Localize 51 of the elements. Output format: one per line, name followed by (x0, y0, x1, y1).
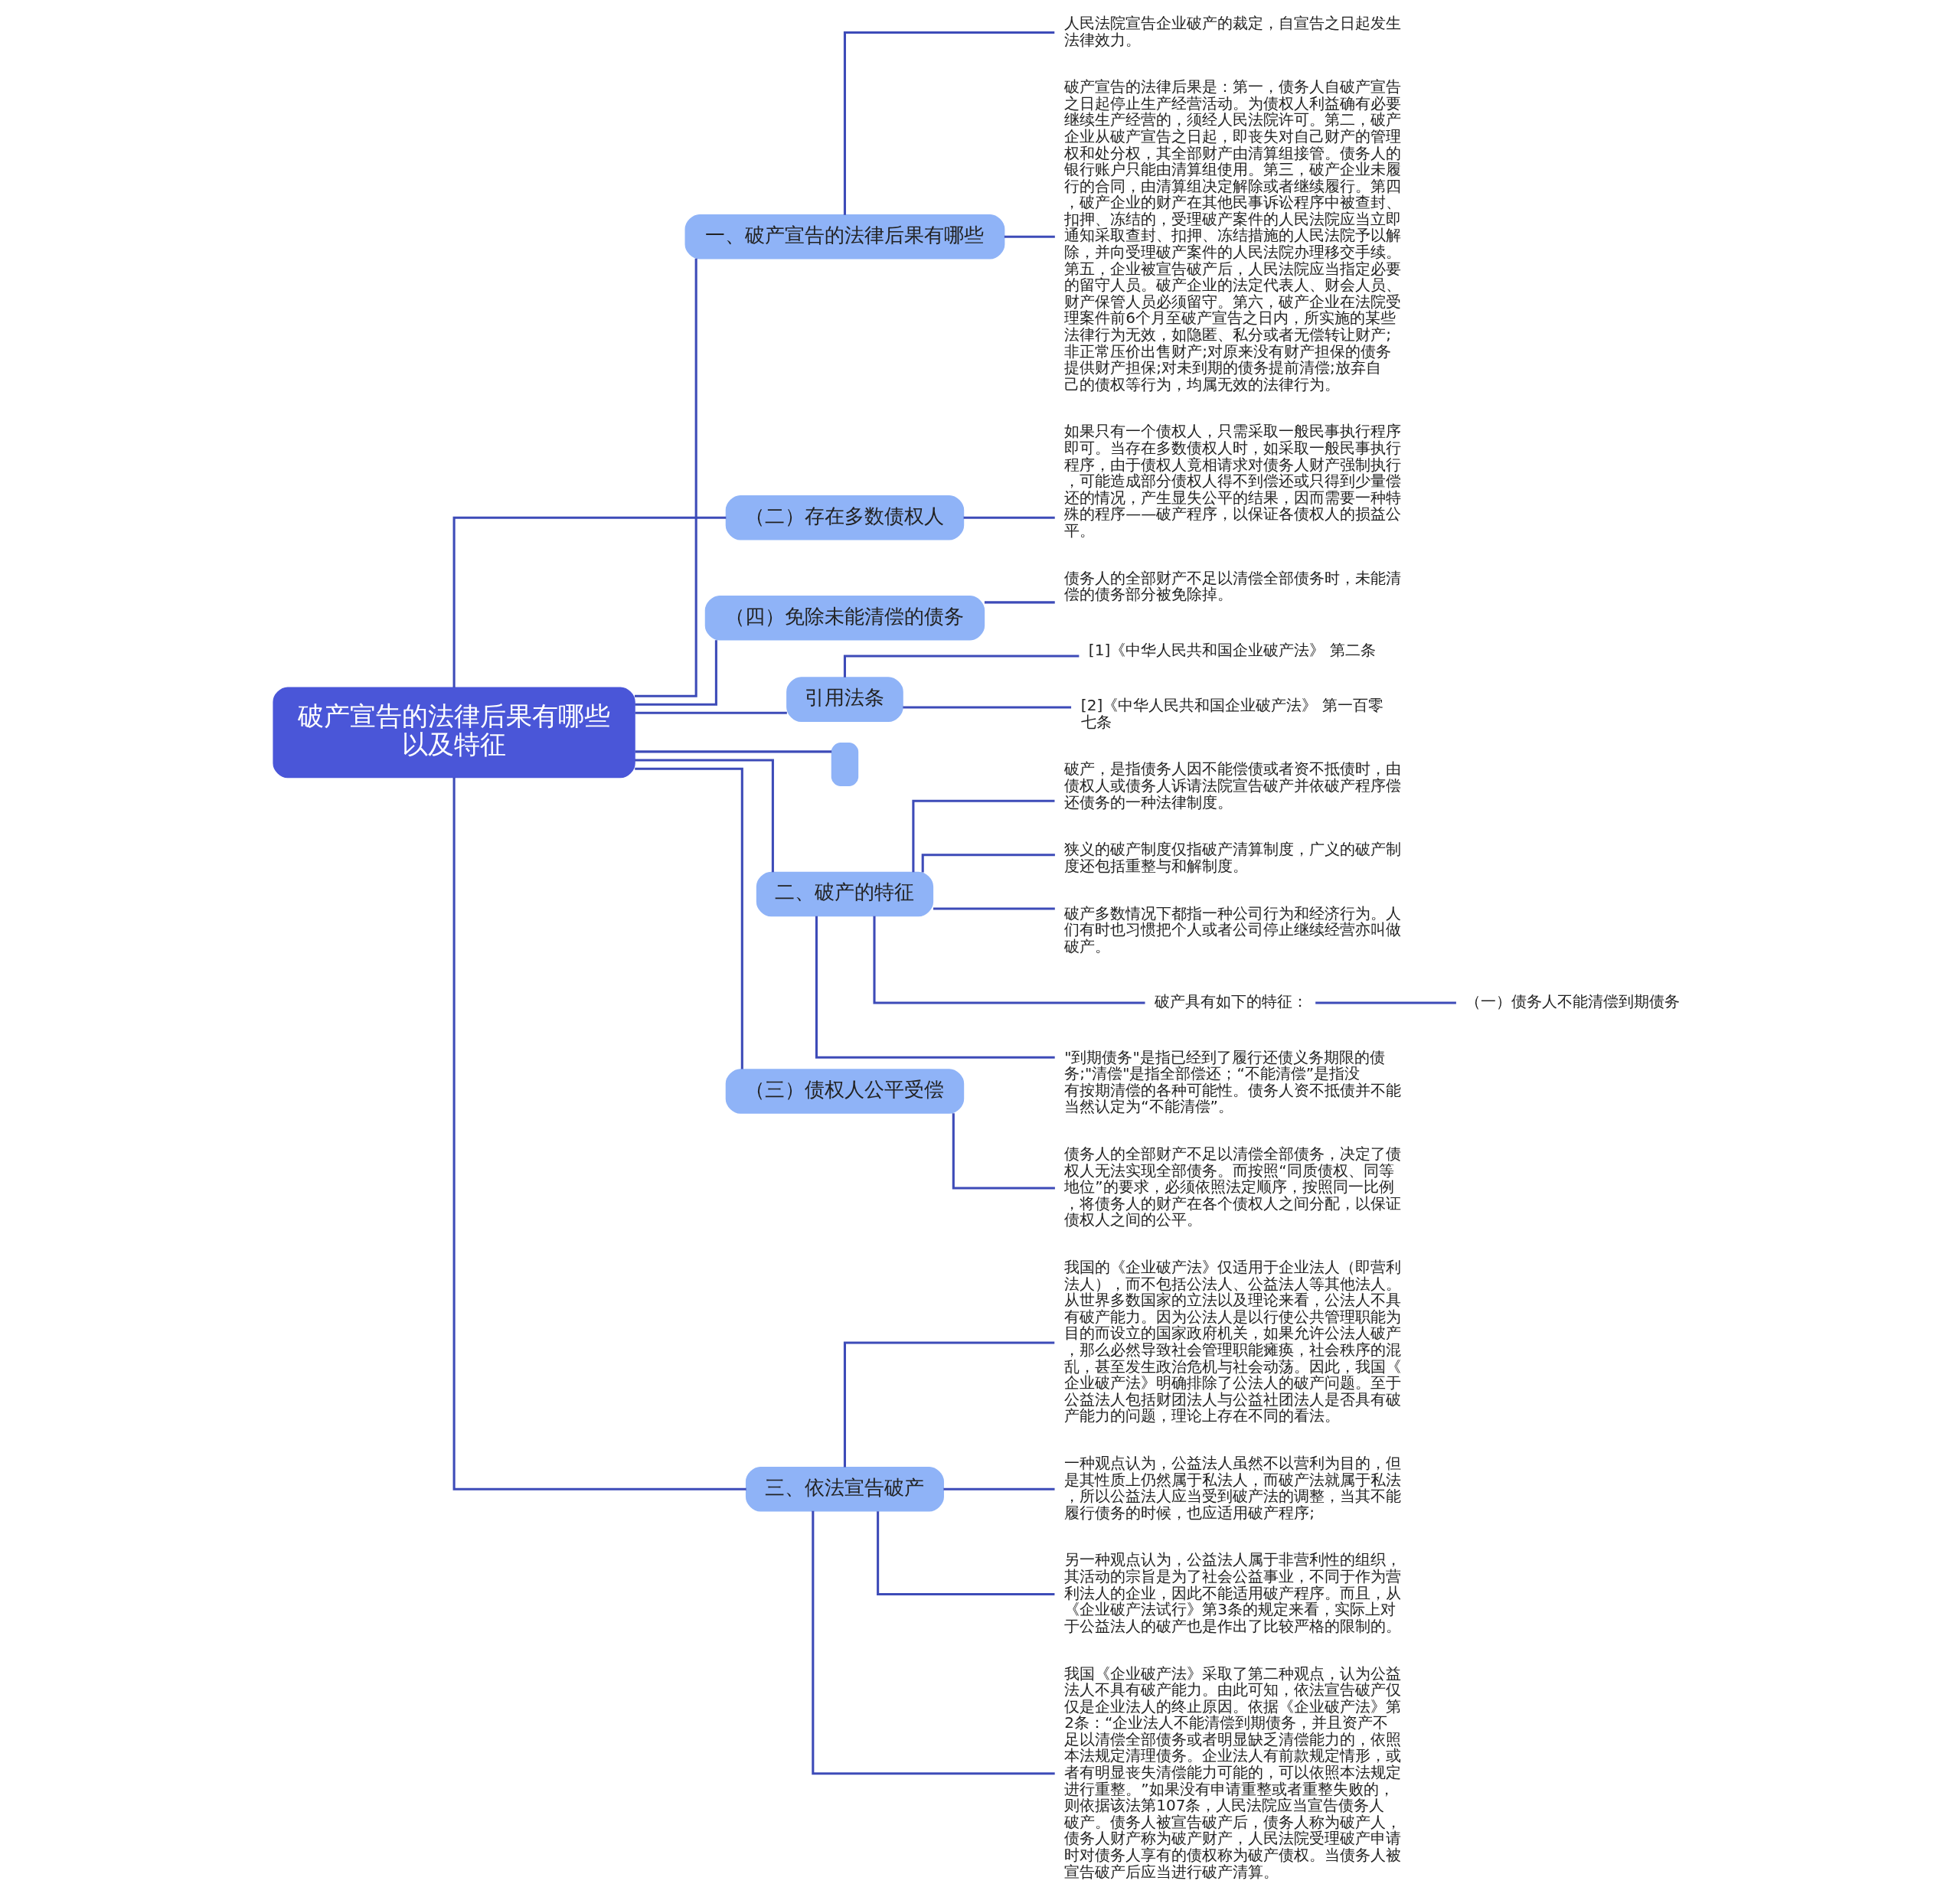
connector (943, 1487, 1055, 1490)
node-text: 债务人的全部财产不足以清偿全部债务时，未能清偿的债务部分被免除掉。 (1064, 568, 1402, 604)
node-box: （三）债权人公平受偿 (725, 1069, 965, 1114)
node-text: 我国的《企业破产法》仅适用于企业法人（即营利法人），而不包括公法人、公益法人等其他法人。从世界多数国家的立法以及理论来看，公法人不具有破产能力。因为公法人是以行使公共管理职能为目的而设立的国家政府机关，如果允许公法人破产，那么必然导致社会管理职能瘫痪，社会秩序的混乱，甚至发生政治危机与社会动荡。因此，我国《企业破产法》明确排除了公法人的破产问题。至于公益法人包括财团法人与公益社团法人是否具有破产能力的问题，理论上存在不同的看法。 (1064, 1258, 1402, 1425)
node-box (831, 742, 859, 786)
node-text: [1]《中华人民共和国企业破产法》 第二条 (1088, 640, 1376, 659)
node-text: 如果只有一个债权人，只需采取一般民事执行程序即可。当存在多数债权人时，如采取一般民事执行程序，由于债权人竟相请求对债务人财产强制执行，可能造成部分债权人得不到偿还或只得到少量偿还的情况，产生显失公平的结果，因而需要一种特殊的程序——破产程序，以保证各债权人的损益公平。 (1064, 422, 1402, 540)
connector (635, 750, 832, 753)
connector (877, 1511, 1055, 1595)
node-text: 破产宣告的法律后果是：第一，债务人自破产宣告之日起停止生产经营活动。为债权人利益确有必要继续生产经营的，须经人民法院许可。第二，破产企业从破产宣告之日起，即丧失对自己财产的管理权和处分权，其全部财产由清算组接管。债务人的银行账户只能由清算组使用。第三，破产企业未履行的合同，由清算组决定解除或者继续履行。第四，破产企业的财产在其他民事诉讼程序中被查封、扣押、冻结的，受理破产案件的人民法院应当立即通知采取查封、扣押、冻结措施的人民法院予以解除，并向受理破产案件的人民法院办理移交手续。第五，企业被宣告破产后，人民法院应当指定必要的留守人员。破产企业的法定代表人、财会人员、财产保管人员必须留守。第六，破产企业在法院受理案件前6个月至破产宣告之日内，所实施的某些法律行为无效，如隐匿、私分或者无偿转让财产;非正常压价出售财产;对原来没有财产担保的债务提供财产担保;对未到期的债务提前清偿;放弃自己的债权等行为，均属无效的法律行为。 (1064, 77, 1402, 393)
connector (843, 655, 1080, 678)
node-text: 破产具有如下的特征： (1155, 992, 1308, 1011)
connector (635, 640, 717, 706)
connector (452, 777, 746, 1490)
connector (635, 711, 787, 714)
node-box: 二、破产的特征 (756, 871, 934, 917)
connector (1315, 1001, 1456, 1004)
node-text: 人民法院宣告企业破产的裁定，自宣告之日起发生法律效力。 (1064, 13, 1402, 49)
node-box: 一、破产宣告的法律后果有哪些 (684, 214, 1005, 260)
connector (873, 916, 1145, 1004)
connector (843, 31, 1055, 215)
connector (815, 916, 1055, 1059)
node-text: 破产多数情况下都指一种公司行为和经济行为。人们有时也习惯把个人或者公司停止继续经营亦叫做破产。 (1064, 903, 1402, 955)
connector (952, 1113, 1055, 1190)
node-text: （一）债务人不能清偿到期债务 (1465, 992, 1681, 1011)
connector (903, 706, 1072, 709)
connector (635, 759, 774, 873)
connector (812, 1510, 1055, 1775)
node-text: 一种观点认为，公益法人虽然不以营利为目的，但是其性质上仍然属于私法人，而破产法就属于私法，所以公益法人应当受到破产法的调整，当其不能履行债务的时候，也应适用破产程序; (1064, 1454, 1402, 1522)
node-text: "到期债务"是指已经到了履行还债义务期限的债务;"清偿"是指全部偿还；“不能清偿”是指没有按期清偿的各种可能性。债务人资不抵债并不能当然认定为“不能清偿”。 (1064, 1047, 1402, 1116)
connector (1004, 235, 1055, 238)
connector (635, 258, 697, 697)
node-text: 狭义的破产制度仅指破产清算制度，广义的破产制度还包括重整与和解制度。 (1064, 840, 1402, 875)
connector (912, 799, 1055, 873)
node-text: 另一种观点认为，公益法人属于非营利性的组织，其活动的宗旨是为了社会公益事业，不同于作为营利法人的企业，因此不能适用破产程序。而且，从《企业破产法试行》第3条的规定来看，实际上对于公益法人的破产也是作出了比较严格的限制的。 (1064, 1550, 1402, 1635)
node-box: （四）免除未能清偿的债务 (704, 595, 985, 641)
node-box: （二）存在多数债权人 (725, 495, 965, 540)
connector (984, 601, 1055, 604)
node-box: 三、依法宣告破产 (745, 1466, 944, 1512)
connector (963, 516, 1055, 519)
node-text: [2]《中华人民共和国企业破产法》 第一百零七条 (1080, 696, 1383, 731)
node-text: 破产，是指债务人因不能偿债或者资不抵债时，由债权人或债务人诉请法院宣告破产并依破产程序偿还债务的一种法律制度。 (1064, 759, 1402, 811)
node-text: 我国《企业破产法》采取了第二种观点，认为公益法人不具有破产能力。由此可知，依法宣告破产仅仅是企业法人的终止原因。依据《企业破产法》第2条：“企业法人不能清偿到期债务，并且资产不足以清偿全部债务或者明显缺乏清偿能力的，依照本法规定清理债务。企业法人有前款规定情形，或者有明显丧失清偿能力可能的，可以依照本法规定进行重整。”如果没有申请重整或者重整失败的，则依据该法第107条，人民法院应当宣告债务人破产。债务人被宣告破产后，债务人称为破产人，债务人财产称为破产财产，人民法院受理破产申请时对债务人享有的债权称为破产债权。当债务人被宣告破产后应当进行破产清算。 (1064, 1664, 1402, 1881)
node-box: 破产宣告的法律后果有哪些以及特征 (273, 687, 635, 779)
connector (921, 854, 1055, 873)
connector (635, 767, 743, 1069)
node-box: 引用法条 (786, 677, 903, 722)
connector (452, 516, 727, 687)
connector (933, 907, 1055, 910)
connector (843, 1341, 1055, 1468)
node-text: 债务人的全部财产不足以清偿全部债务，决定了债权人无法实现全部债务。而按照“同质债权、同等地位”的要求，必须依照法定顺序，按照同一比例，将债务人的财产在各个债权人之间分配，以保证债权人之间的公平。 (1064, 1144, 1402, 1229)
